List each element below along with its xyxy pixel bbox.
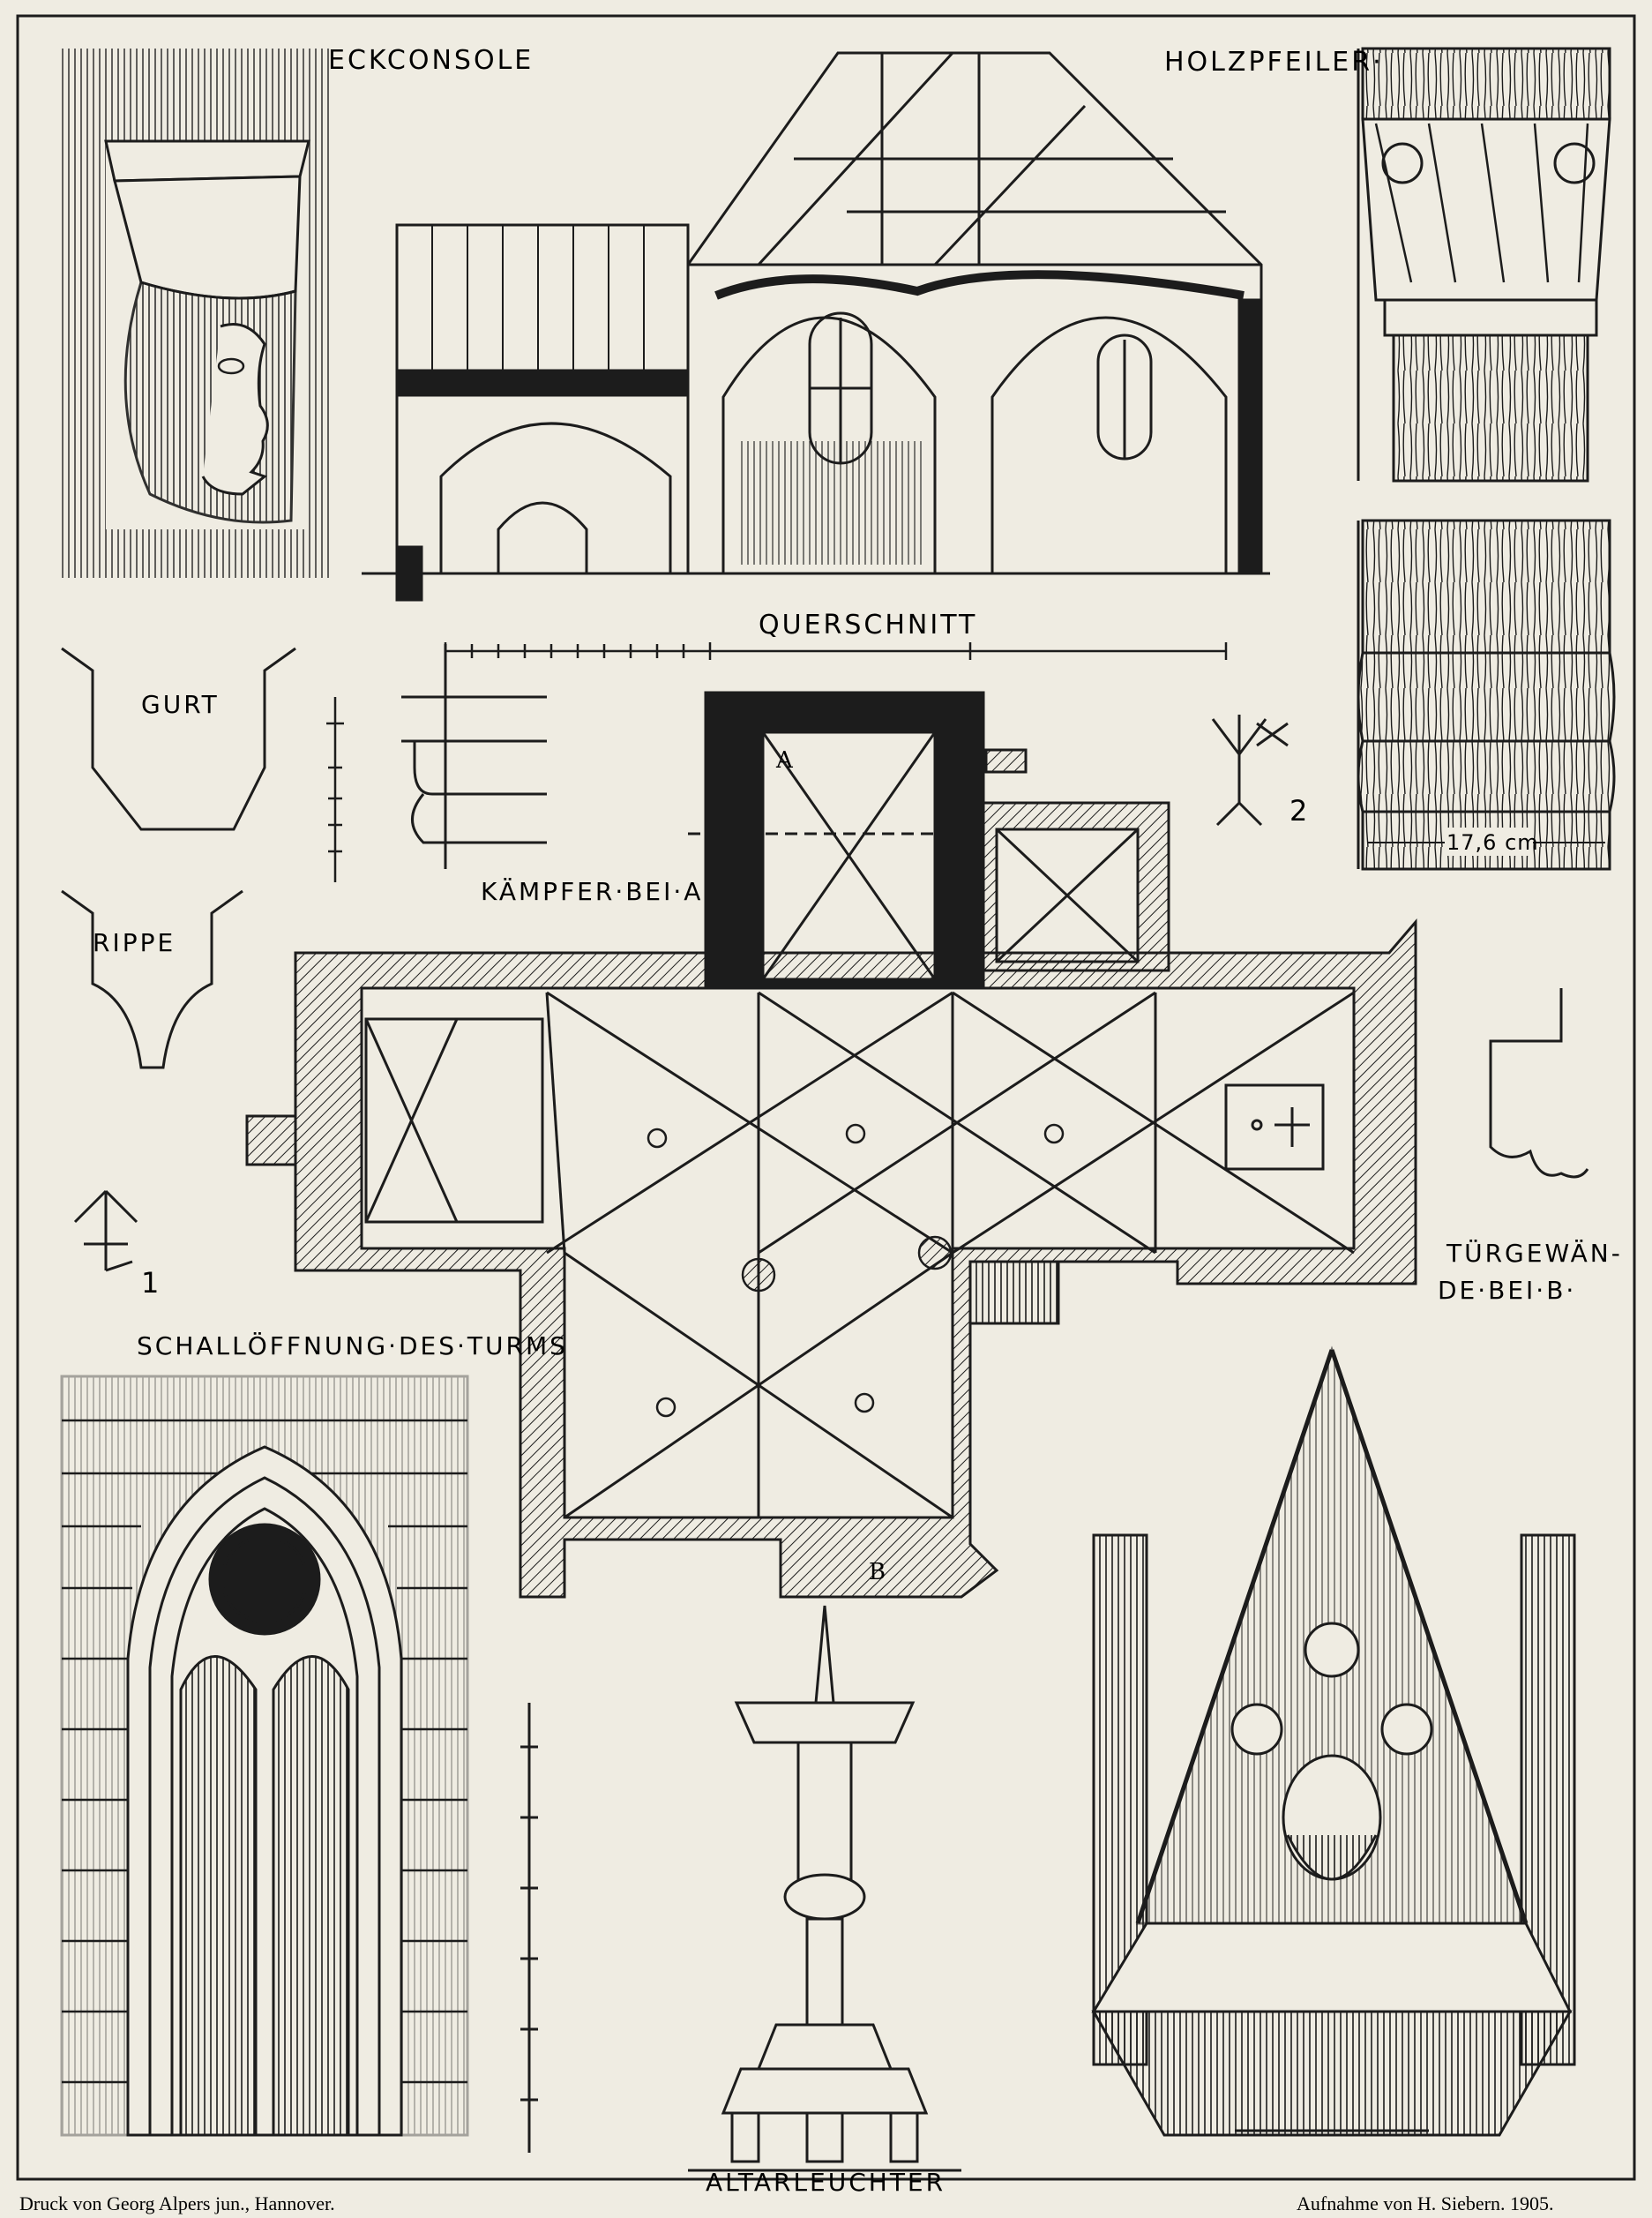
holzpfeiler-figure xyxy=(1357,47,1616,871)
plate-border xyxy=(16,14,1636,2181)
kaempfer-profile xyxy=(401,644,547,869)
kaempfer-label: KÄMPFER·BEI·A xyxy=(481,877,703,906)
holzpfeiler-label: HOLZPFEILER· xyxy=(1164,47,1384,78)
mason-mark-2-number: 2 xyxy=(1289,794,1307,828)
altarleuchter-figure xyxy=(688,1605,961,2172)
relief-figure xyxy=(1091,1345,1576,2137)
scale-bar-horizontal xyxy=(444,642,1228,660)
schalloeffnung-figure xyxy=(60,1375,538,2153)
eckconsole-label: ECKCONSOLE xyxy=(328,45,534,76)
cross-section xyxy=(362,51,1270,602)
rippe-profile xyxy=(61,889,243,1069)
floor-plan xyxy=(245,691,1417,1599)
scale-bar-vertical-small xyxy=(326,697,344,882)
tuergewaende-profile xyxy=(1489,988,1589,1179)
gurt-label: GURT xyxy=(141,690,220,719)
rippe-label: RIPPE xyxy=(93,928,176,957)
mason-mark-1-number: 1 xyxy=(141,1266,159,1300)
footer-printer: Druck von Georg Alpers jun., Hannover. xyxy=(19,2192,335,2214)
eckconsole-figure xyxy=(57,49,331,578)
altarleuchter-label: ALTARLEUCHTER xyxy=(706,2168,946,2197)
tuergewaende-label-1: TÜRGEWÄN- xyxy=(1446,1238,1623,1268)
querschnitt-label: QUERSCHNITT xyxy=(759,610,977,641)
mason-mark-1 xyxy=(73,1189,138,1272)
tuergewaende-label-2: DE·BEI·B· xyxy=(1438,1276,1576,1305)
plan-mark-a: A xyxy=(775,747,794,774)
gurt-profile xyxy=(61,647,296,831)
footer-surveyor: Aufnahme von H. Siebern. 1905. xyxy=(1297,2192,1553,2214)
measure-label: 17,6 cm xyxy=(1446,830,1539,855)
mason-mark-2 xyxy=(1211,715,1289,827)
schalloeffnung-label: SCHALLÖFFNUNG·DES·TURMS xyxy=(137,1330,568,1360)
plan-mark-b: B xyxy=(869,1559,886,1585)
